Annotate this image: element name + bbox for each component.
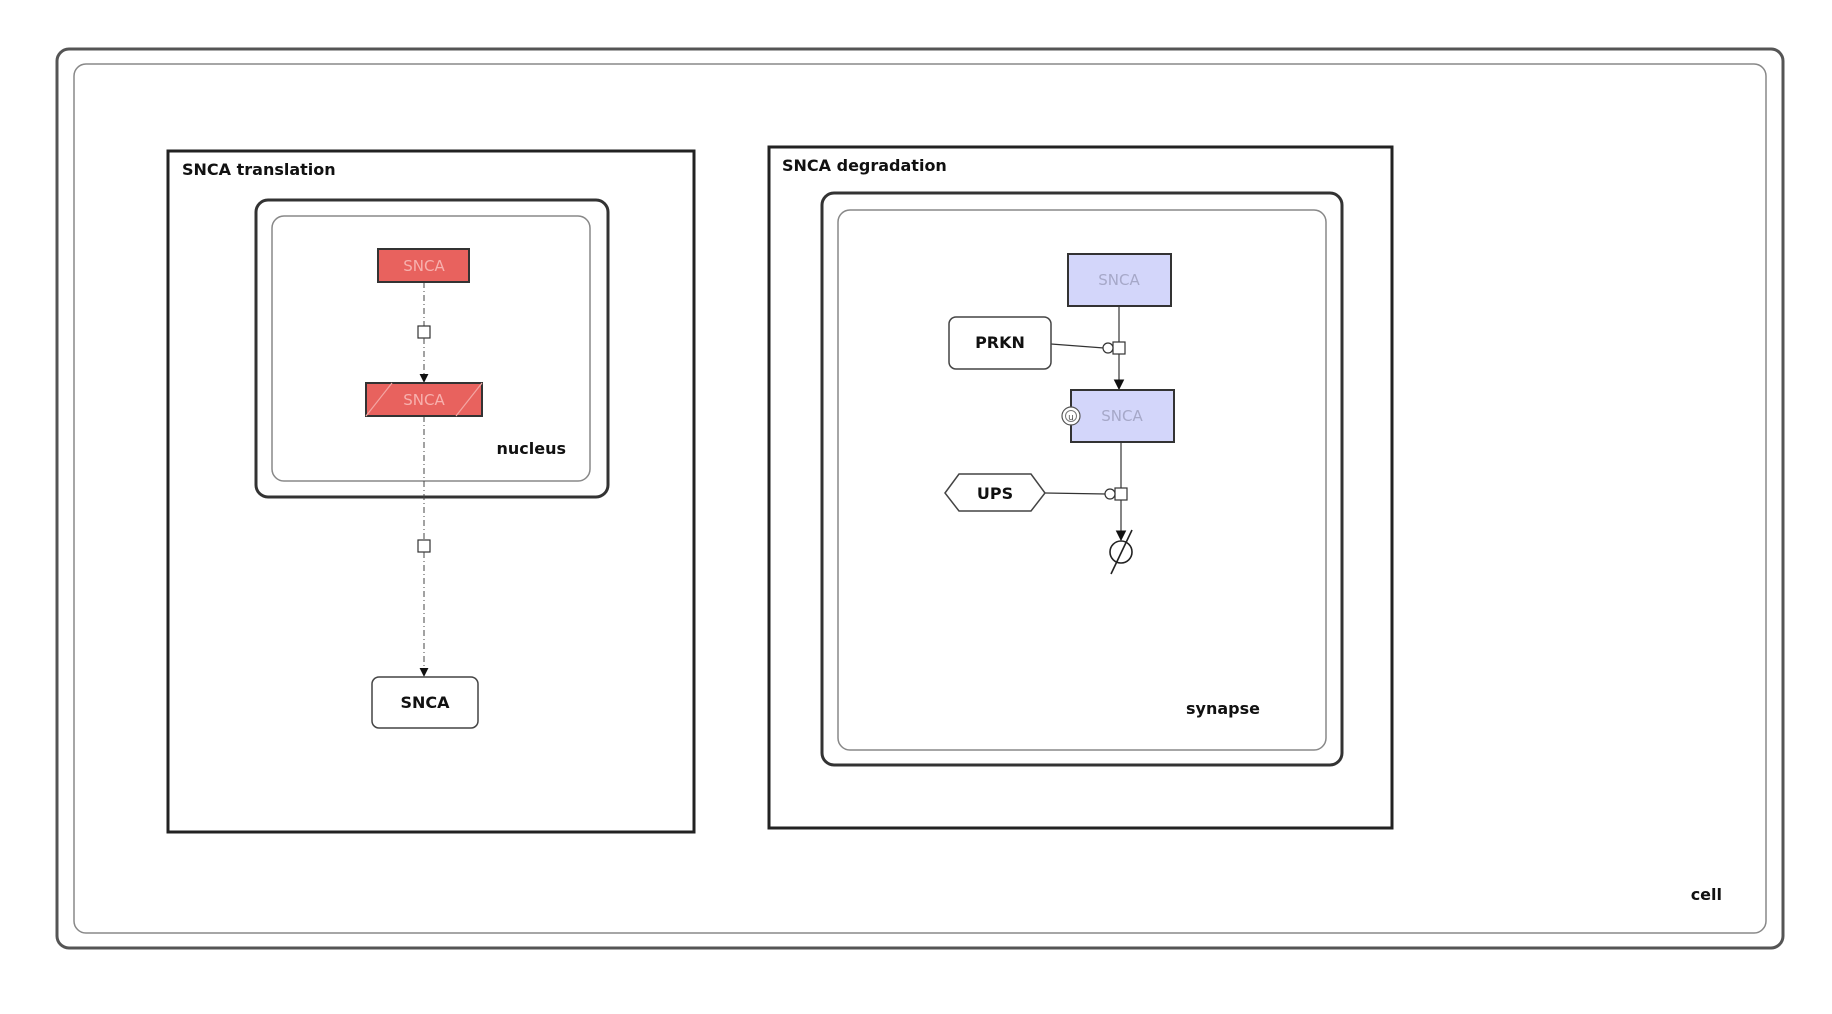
ubiquitin-icon: u	[1061, 406, 1081, 426]
nucleus-label: nucleus	[496, 439, 566, 458]
snca-protein-node[interactable]: SNCA	[371, 676, 479, 729]
ubiquitination-edge	[1112, 307, 1126, 391]
nucleus-compartment[interactable]: nucleus	[254, 198, 610, 499]
translation-module-title: SNCA translation	[182, 160, 336, 179]
prkn-label: PRKN	[975, 333, 1025, 352]
snca-degradation-label: SNCA	[1098, 271, 1140, 289]
process-node	[1112, 341, 1126, 355]
ups-catalysis-edge	[1044, 488, 1116, 500]
snca-ubiquitinated-label: SNCA	[1101, 407, 1143, 425]
snca-protein-label: SNCA	[400, 693, 450, 712]
snca-ubiquitinated-node[interactable]: SNCA u	[1061, 389, 1175, 443]
process-node	[1114, 487, 1128, 501]
synapse-label: synapse	[1186, 699, 1260, 718]
degradation-module-title: SNCA degradation	[782, 156, 947, 175]
ups-node[interactable]: UPS	[944, 473, 1046, 512]
snca-rna-node[interactable]: SNCA	[365, 382, 483, 417]
process-node	[417, 539, 431, 553]
cell-compartment[interactable]: cell	[55, 47, 1785, 950]
snca-gene-node[interactable]: SNCA	[377, 248, 470, 283]
translation-module[interactable]: SNCA translation	[166, 149, 696, 834]
cell-label: cell	[1691, 885, 1722, 904]
transcription-edge	[417, 282, 431, 383]
snca-degradation-node[interactable]: SNCA	[1067, 253, 1172, 307]
process-node	[417, 325, 431, 339]
degradation-module[interactable]: SNCA degradation	[767, 145, 1394, 830]
snca-gene-label: SNCA	[403, 257, 445, 275]
svg-text:u: u	[1068, 413, 1074, 423]
degradation-edge	[1114, 442, 1128, 542]
prkn-node[interactable]: PRKN	[948, 316, 1052, 370]
synapse-compartment[interactable]: synapse	[820, 191, 1344, 767]
empty-set-icon	[1109, 529, 1133, 575]
ups-label: UPS	[977, 484, 1013, 503]
translation-edge	[417, 416, 431, 677]
prkn-catalysis-edge	[1050, 342, 1114, 354]
snca-rna-label: SNCA	[403, 391, 445, 409]
